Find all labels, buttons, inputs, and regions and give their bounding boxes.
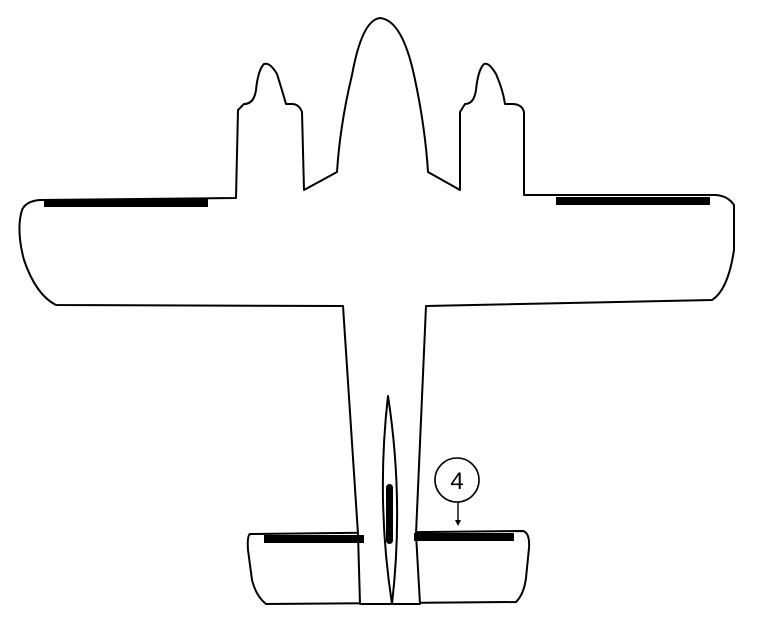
right-elevator	[414, 533, 514, 541]
rudder	[386, 484, 393, 544]
callout-circle	[434, 457, 480, 503]
right-aileron	[556, 197, 710, 205]
left-elevator	[264, 535, 364, 543]
callout-4: 4	[434, 457, 480, 526]
callout-arrowhead	[455, 520, 461, 526]
airframe-outline	[18, 17, 735, 605]
left-aileron	[44, 199, 208, 207]
callout-label: 4	[450, 468, 463, 495]
fin-tip	[386, 395, 389, 405]
